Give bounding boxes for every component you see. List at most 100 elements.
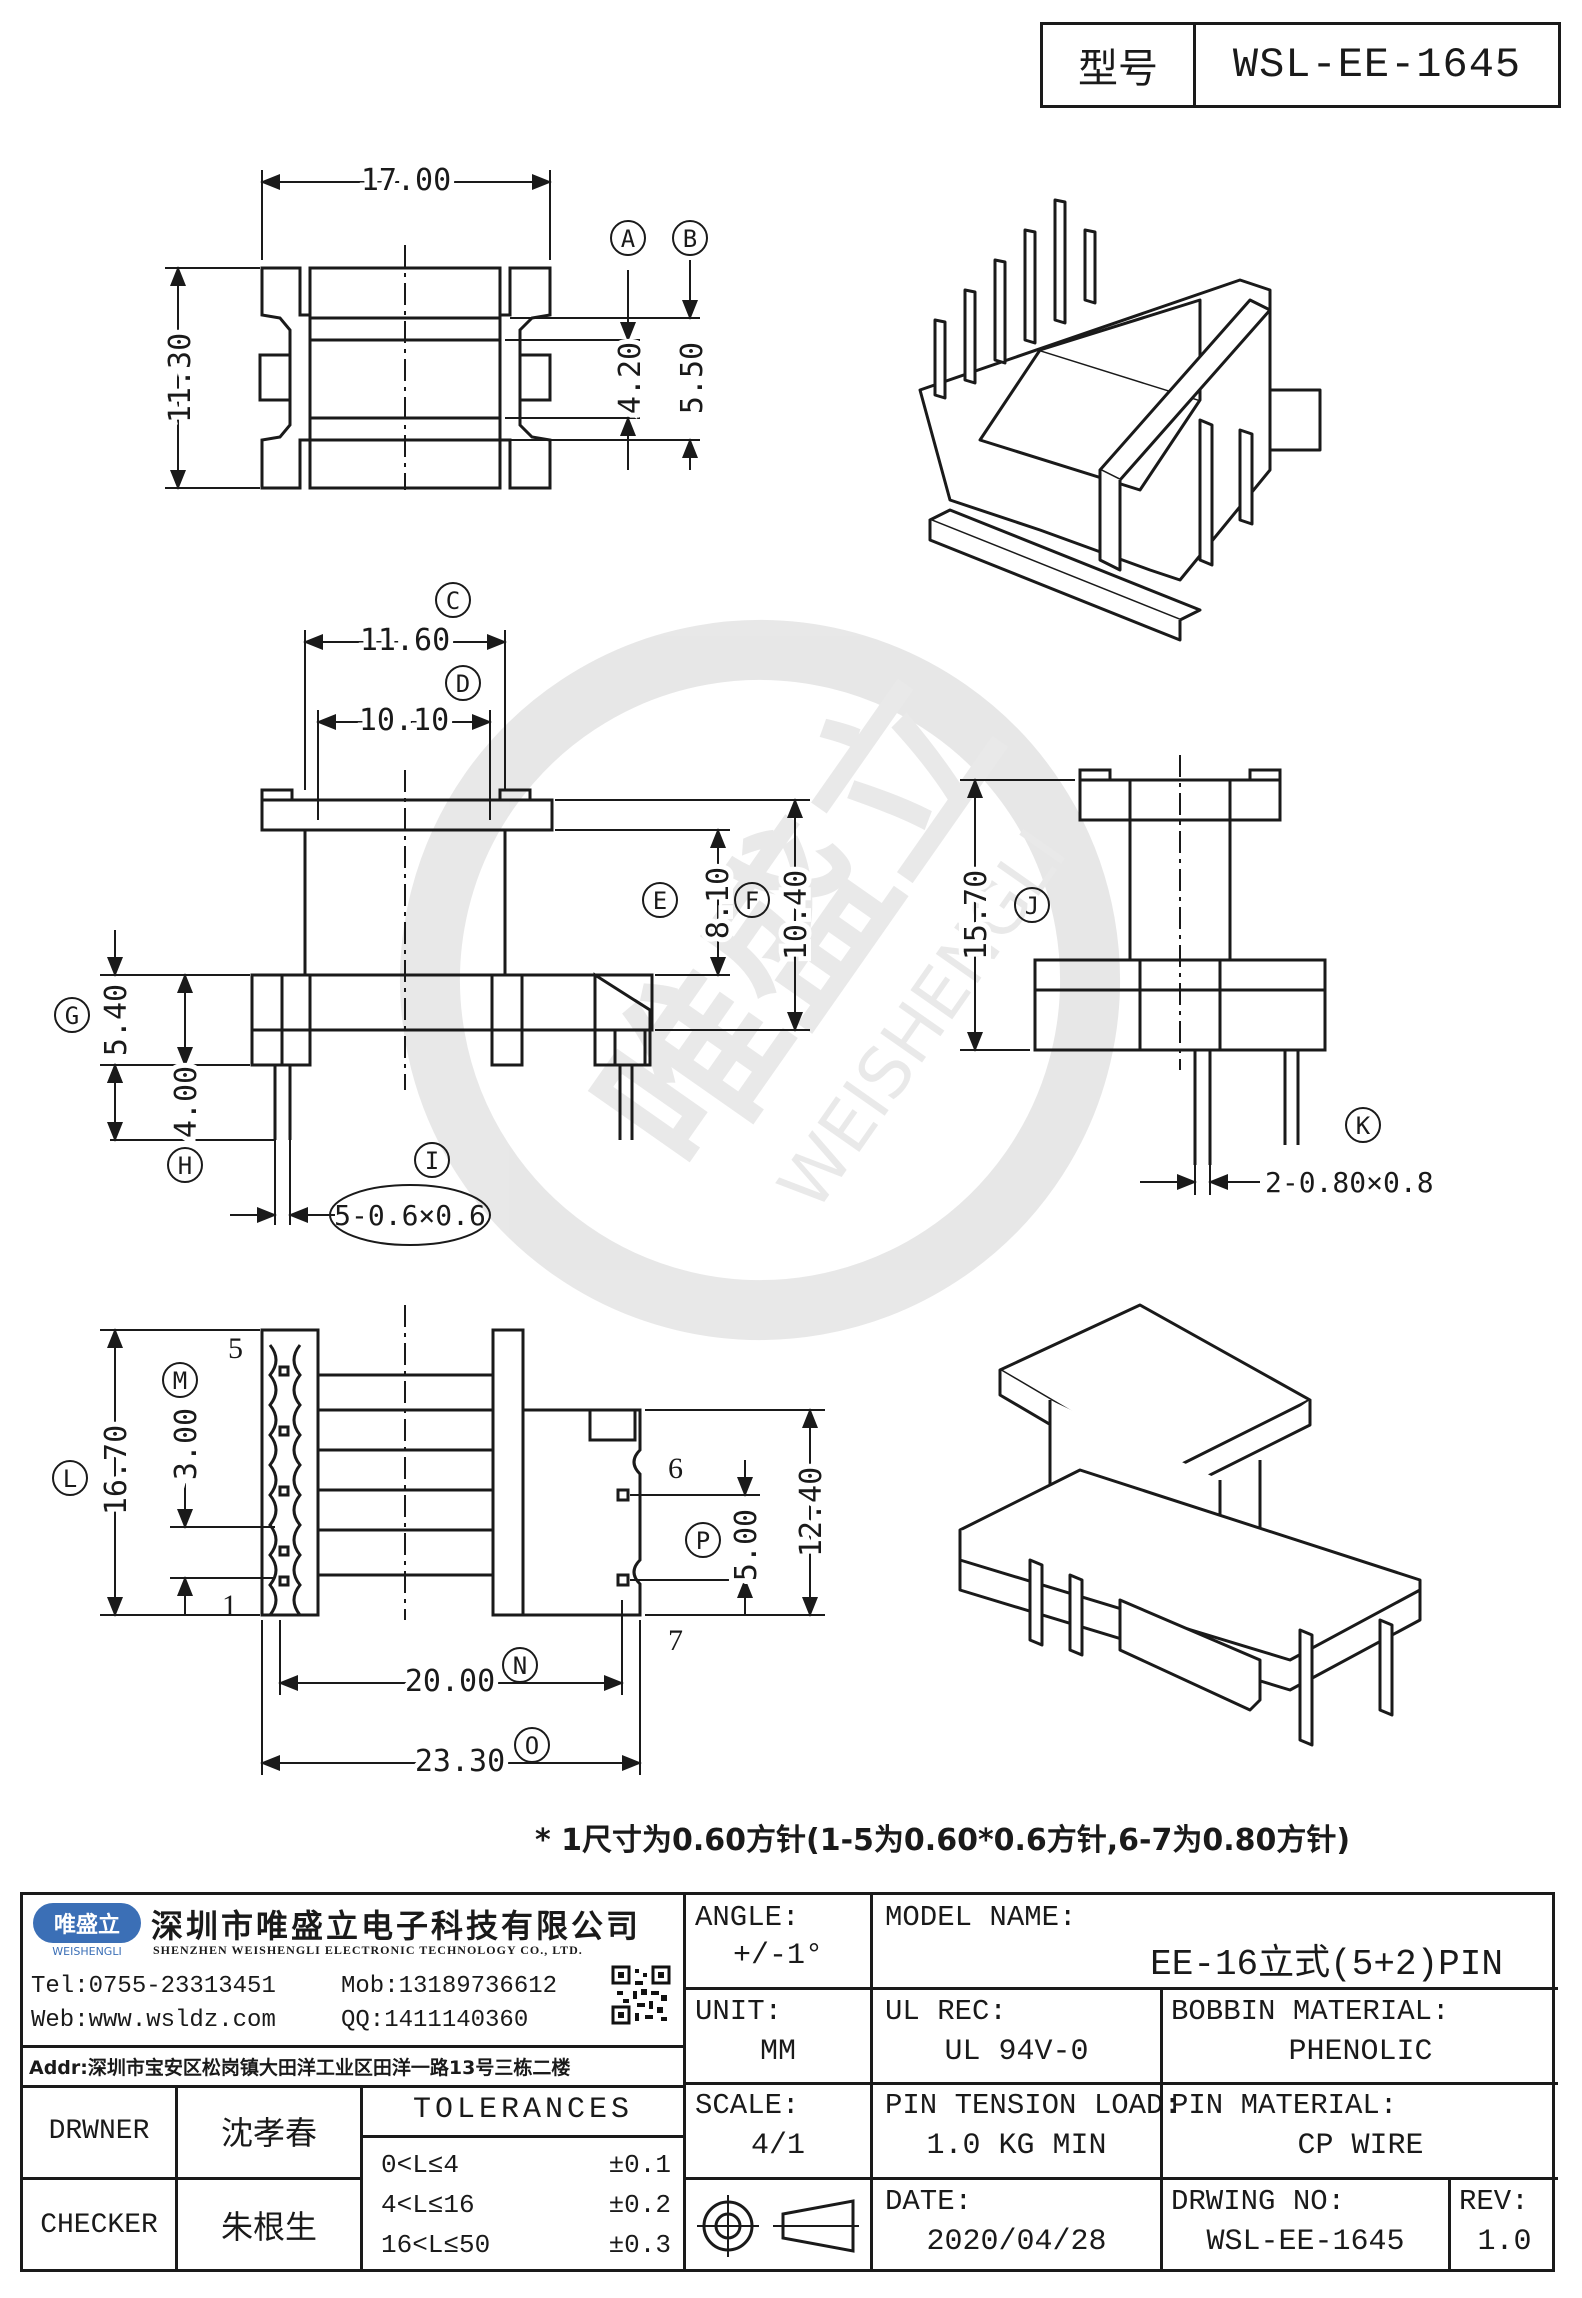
angle-label: ANGLE: xyxy=(695,1901,800,1934)
dim-l: 16.70 xyxy=(99,1425,134,1515)
unit-label: UNIT: xyxy=(695,1995,783,2028)
pin-number-1: 1 xyxy=(222,1589,237,1622)
scale-value: 4/1 xyxy=(750,2129,805,2163)
dim-n: 20.00 xyxy=(405,1664,495,1699)
technical-drawing: 唯盛立 WEISHENGLI 17.00 11.30 4.20 5.50 A B xyxy=(52,163,1434,1779)
model-box-value: WSL-EE-1645 xyxy=(1232,41,1522,89)
dim-a: 4.20 xyxy=(613,342,648,414)
model-box-label: 型号 xyxy=(1043,25,1196,105)
ul-value: UL 94V-0 xyxy=(944,2035,1089,2069)
bobbin-value: PHENOLIC xyxy=(1288,2035,1433,2069)
dim-f: 10.40 xyxy=(779,870,814,960)
qr-code xyxy=(611,1965,671,2025)
dim-bottom-height: 12.40 xyxy=(794,1467,829,1557)
tolerance-row: 16<L≤50±0.3 xyxy=(381,2230,671,2260)
company-name-en: SHENZHEN WEISHENGLI ELECTRONIC TECHNOLOG… xyxy=(153,1943,583,1957)
marker-f: F xyxy=(734,882,770,918)
dim-o: 23.30 xyxy=(415,1744,505,1779)
dim-h: 4.00 xyxy=(169,1066,204,1138)
tolerance-table: 0<L≤4±0.1 4<L≤16±0.2 16<L≤50±0.3 xyxy=(381,2145,671,2265)
dim-m: 3.00 xyxy=(169,1408,204,1480)
pin-material-label: PIN MATERIAL: xyxy=(1171,2089,1398,2122)
marker-i: I xyxy=(414,1142,450,1178)
side-view xyxy=(960,755,1327,1195)
dim-g: 5.40 xyxy=(99,984,134,1056)
checker-value: 朱根生 xyxy=(220,2208,317,2246)
checker-label: CHECKER xyxy=(40,2209,158,2241)
tension-label: PIN TENSION LOAD: xyxy=(885,2089,1181,2122)
company-mob: Mob:13189736612 xyxy=(341,1973,558,2000)
front-view xyxy=(100,630,810,1246)
model-name-value: EE-16立式(5+2)PIN xyxy=(1150,1944,1503,1985)
tension-value: 1.0 KG MIN xyxy=(926,2129,1107,2163)
marker-m: M xyxy=(162,1362,198,1398)
svg-text:M: M xyxy=(173,1367,187,1395)
company-qq: QQ:1411140360 xyxy=(341,2007,529,2034)
tolerance-row: 0<L≤4±0.1 xyxy=(381,2150,671,2180)
model-box: 型号 WSL-EE-1645 xyxy=(1040,22,1561,108)
rev-label: REV: xyxy=(1459,2185,1529,2218)
model-name-label: MODEL NAME: xyxy=(885,1901,1077,1934)
unit-value: MM xyxy=(759,2035,796,2069)
drawer-label: DRWNER xyxy=(48,2115,150,2147)
svg-text:J: J xyxy=(1025,892,1039,920)
scale-label: SCALE: xyxy=(695,2089,800,2122)
projection-symbol-icon xyxy=(693,2191,863,2261)
company-name-cn: 深圳市唯盛立电子科技有限公司 xyxy=(151,1907,642,1945)
angle-value: +/-1° xyxy=(732,1939,823,1973)
marker-a: A xyxy=(610,220,646,256)
logo-subtitle: WEISHENGLI xyxy=(52,1945,122,1958)
date-label: DATE: xyxy=(885,2185,973,2218)
top-view xyxy=(165,170,700,490)
marker-o: O xyxy=(514,1727,550,1763)
drawer-value: 沈孝春 xyxy=(220,2114,317,2152)
rev-value: 1.0 xyxy=(1477,2225,1532,2259)
svg-text:C: C xyxy=(446,587,460,615)
svg-text:N: N xyxy=(513,1652,527,1680)
dim-j: 15.70 xyxy=(959,870,994,960)
drawing-no-value: WSL-EE-1645 xyxy=(1206,2225,1405,2259)
marker-d: D xyxy=(445,665,481,701)
bobbin-label: BOBBIN MATERIAL: xyxy=(1171,1995,1450,2028)
dim-p: 5.00 xyxy=(729,1509,764,1581)
svg-text:H: H xyxy=(178,1152,192,1180)
svg-text:K: K xyxy=(1356,1112,1371,1140)
date-value: 2020/04/28 xyxy=(926,2225,1107,2259)
svg-text:B: B xyxy=(683,225,697,253)
svg-text:O: O xyxy=(525,1732,539,1760)
title-block: 唯盛立 WEISHENGLI 深圳市唯盛立电子科技有限公司 SHENZHEN W… xyxy=(20,1892,1558,2272)
dim-b: 5.50 xyxy=(675,342,710,414)
isometric-view-bottom xyxy=(958,1303,1422,1747)
svg-text:L: L xyxy=(63,1465,77,1493)
marker-j: J xyxy=(1014,887,1050,923)
dim-top-width: 17.00 xyxy=(361,163,451,198)
pin-number-5: 5 xyxy=(228,1332,243,1365)
svg-text:I: I xyxy=(425,1147,439,1175)
svg-text:G: G xyxy=(65,1002,79,1030)
pin-number-7: 7 xyxy=(668,1624,683,1657)
ul-label: UL REC: xyxy=(885,1995,1007,2028)
marker-b: B xyxy=(672,220,708,256)
marker-c: C xyxy=(435,582,471,618)
dim-e: 8.10 xyxy=(701,867,736,939)
dim-top-height: 11.30 xyxy=(163,333,198,423)
dim-c: 11.60 xyxy=(360,623,450,658)
svg-text:D: D xyxy=(456,670,470,698)
dim-d: 10.10 xyxy=(359,703,449,738)
marker-n: N xyxy=(502,1647,538,1683)
svg-text:E: E xyxy=(653,887,667,915)
company-logo: 唯盛立 WEISHENGLI xyxy=(33,1903,143,1958)
drawing-no-label: DRWING NO: xyxy=(1171,2185,1346,2218)
svg-text:A: A xyxy=(621,225,636,253)
pin-number-6: 6 xyxy=(668,1452,683,1485)
logo-badge: 唯盛立 xyxy=(33,1903,141,1943)
marker-h: H xyxy=(167,1147,203,1183)
company-web: Web:www.wsldz.com xyxy=(31,2007,276,2034)
note-text: * 1尺寸为0.60方针(1-5为0.60*0.6方针,6-7为0.80方针) xyxy=(535,1823,1351,1858)
marker-k: K xyxy=(1345,1107,1381,1143)
isometric-view-top xyxy=(918,198,1322,642)
marker-l: L xyxy=(52,1460,88,1496)
company-address: Addr:深圳市宝安区松岗镇大田洋工业区田洋一路13号三栋二楼 xyxy=(29,2057,571,2079)
dim-k: 2-0.80×0.8 xyxy=(1265,1166,1434,1199)
pin-material-value: CP WIRE xyxy=(1297,2129,1424,2163)
